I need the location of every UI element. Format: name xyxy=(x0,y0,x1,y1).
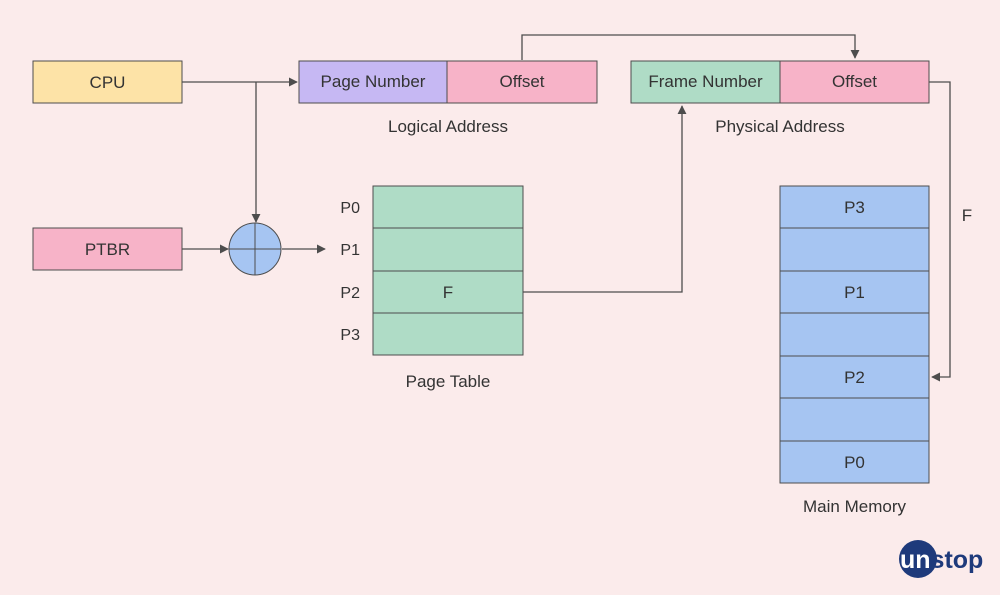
memory-cell xyxy=(779,397,930,442)
ptbr-label: PTBR xyxy=(85,240,130,259)
logo-text: unstop xyxy=(900,546,983,574)
page-number-box xyxy=(298,60,448,104)
physical-address-caption: Physical Address xyxy=(715,117,844,136)
physical-offset-label: Offset xyxy=(832,72,877,91)
page-table-row-label: P3 xyxy=(340,327,360,344)
page-table: P0 P1 P2 F P3 Page Table xyxy=(340,185,524,391)
frame-number-label: Frame Number xyxy=(648,72,763,91)
plus-circle-icon xyxy=(228,222,282,276)
physical-to-memory-arrow xyxy=(929,81,951,382)
cpu-box: CPU xyxy=(32,60,183,104)
main-memory-caption: Main Memory xyxy=(803,497,906,516)
memory-cell: P2 xyxy=(779,355,930,399)
page-table-row: P2 F xyxy=(340,270,524,314)
page-table-row: P3 xyxy=(340,312,524,356)
page-table-row: P1 xyxy=(340,227,524,272)
page-table-row-value: F xyxy=(443,283,453,302)
offset-arrow-label: F xyxy=(962,206,972,225)
logical-offset-box xyxy=(446,60,598,104)
memory-cell: P1 xyxy=(779,270,930,314)
frame-number-box xyxy=(630,60,781,104)
cpu-label: CPU xyxy=(90,73,126,92)
page-table-row: P0 xyxy=(340,185,524,229)
page-table-row-label: P1 xyxy=(340,242,360,259)
memory-cell-label: P3 xyxy=(844,198,865,217)
logical-address: Page Number Offset Logical Address xyxy=(298,60,598,136)
memory-cell: P0 xyxy=(779,440,930,484)
ptbr-box: PTBR xyxy=(32,227,183,271)
memory-cell xyxy=(779,312,930,357)
memory-cell-label: P1 xyxy=(844,283,865,302)
memory-cell-label: P2 xyxy=(844,368,865,387)
main-memory: P3 P1 P2 P0 xyxy=(779,185,930,516)
logical-address-caption: Logical Address xyxy=(388,117,508,136)
memory-cell-label: P0 xyxy=(844,453,865,472)
page-table-row-label: P0 xyxy=(340,200,360,217)
memory-cell: P3 xyxy=(779,185,930,229)
physical-offset-box xyxy=(779,60,930,104)
memory-cell xyxy=(779,227,930,272)
frame-to-physical-arrow xyxy=(523,105,687,293)
unstop-logo: unstop xyxy=(899,540,983,578)
page-table-row-label: P2 xyxy=(340,285,360,302)
logical-offset-label: Offset xyxy=(499,72,544,91)
page-table-caption: Page Table xyxy=(406,372,491,391)
connectors xyxy=(182,34,951,382)
page-number-label: Page Number xyxy=(321,72,426,91)
offset-to-offset-arrow xyxy=(521,34,860,60)
physical-address: Frame Number Offset Physical Address xyxy=(630,60,930,136)
